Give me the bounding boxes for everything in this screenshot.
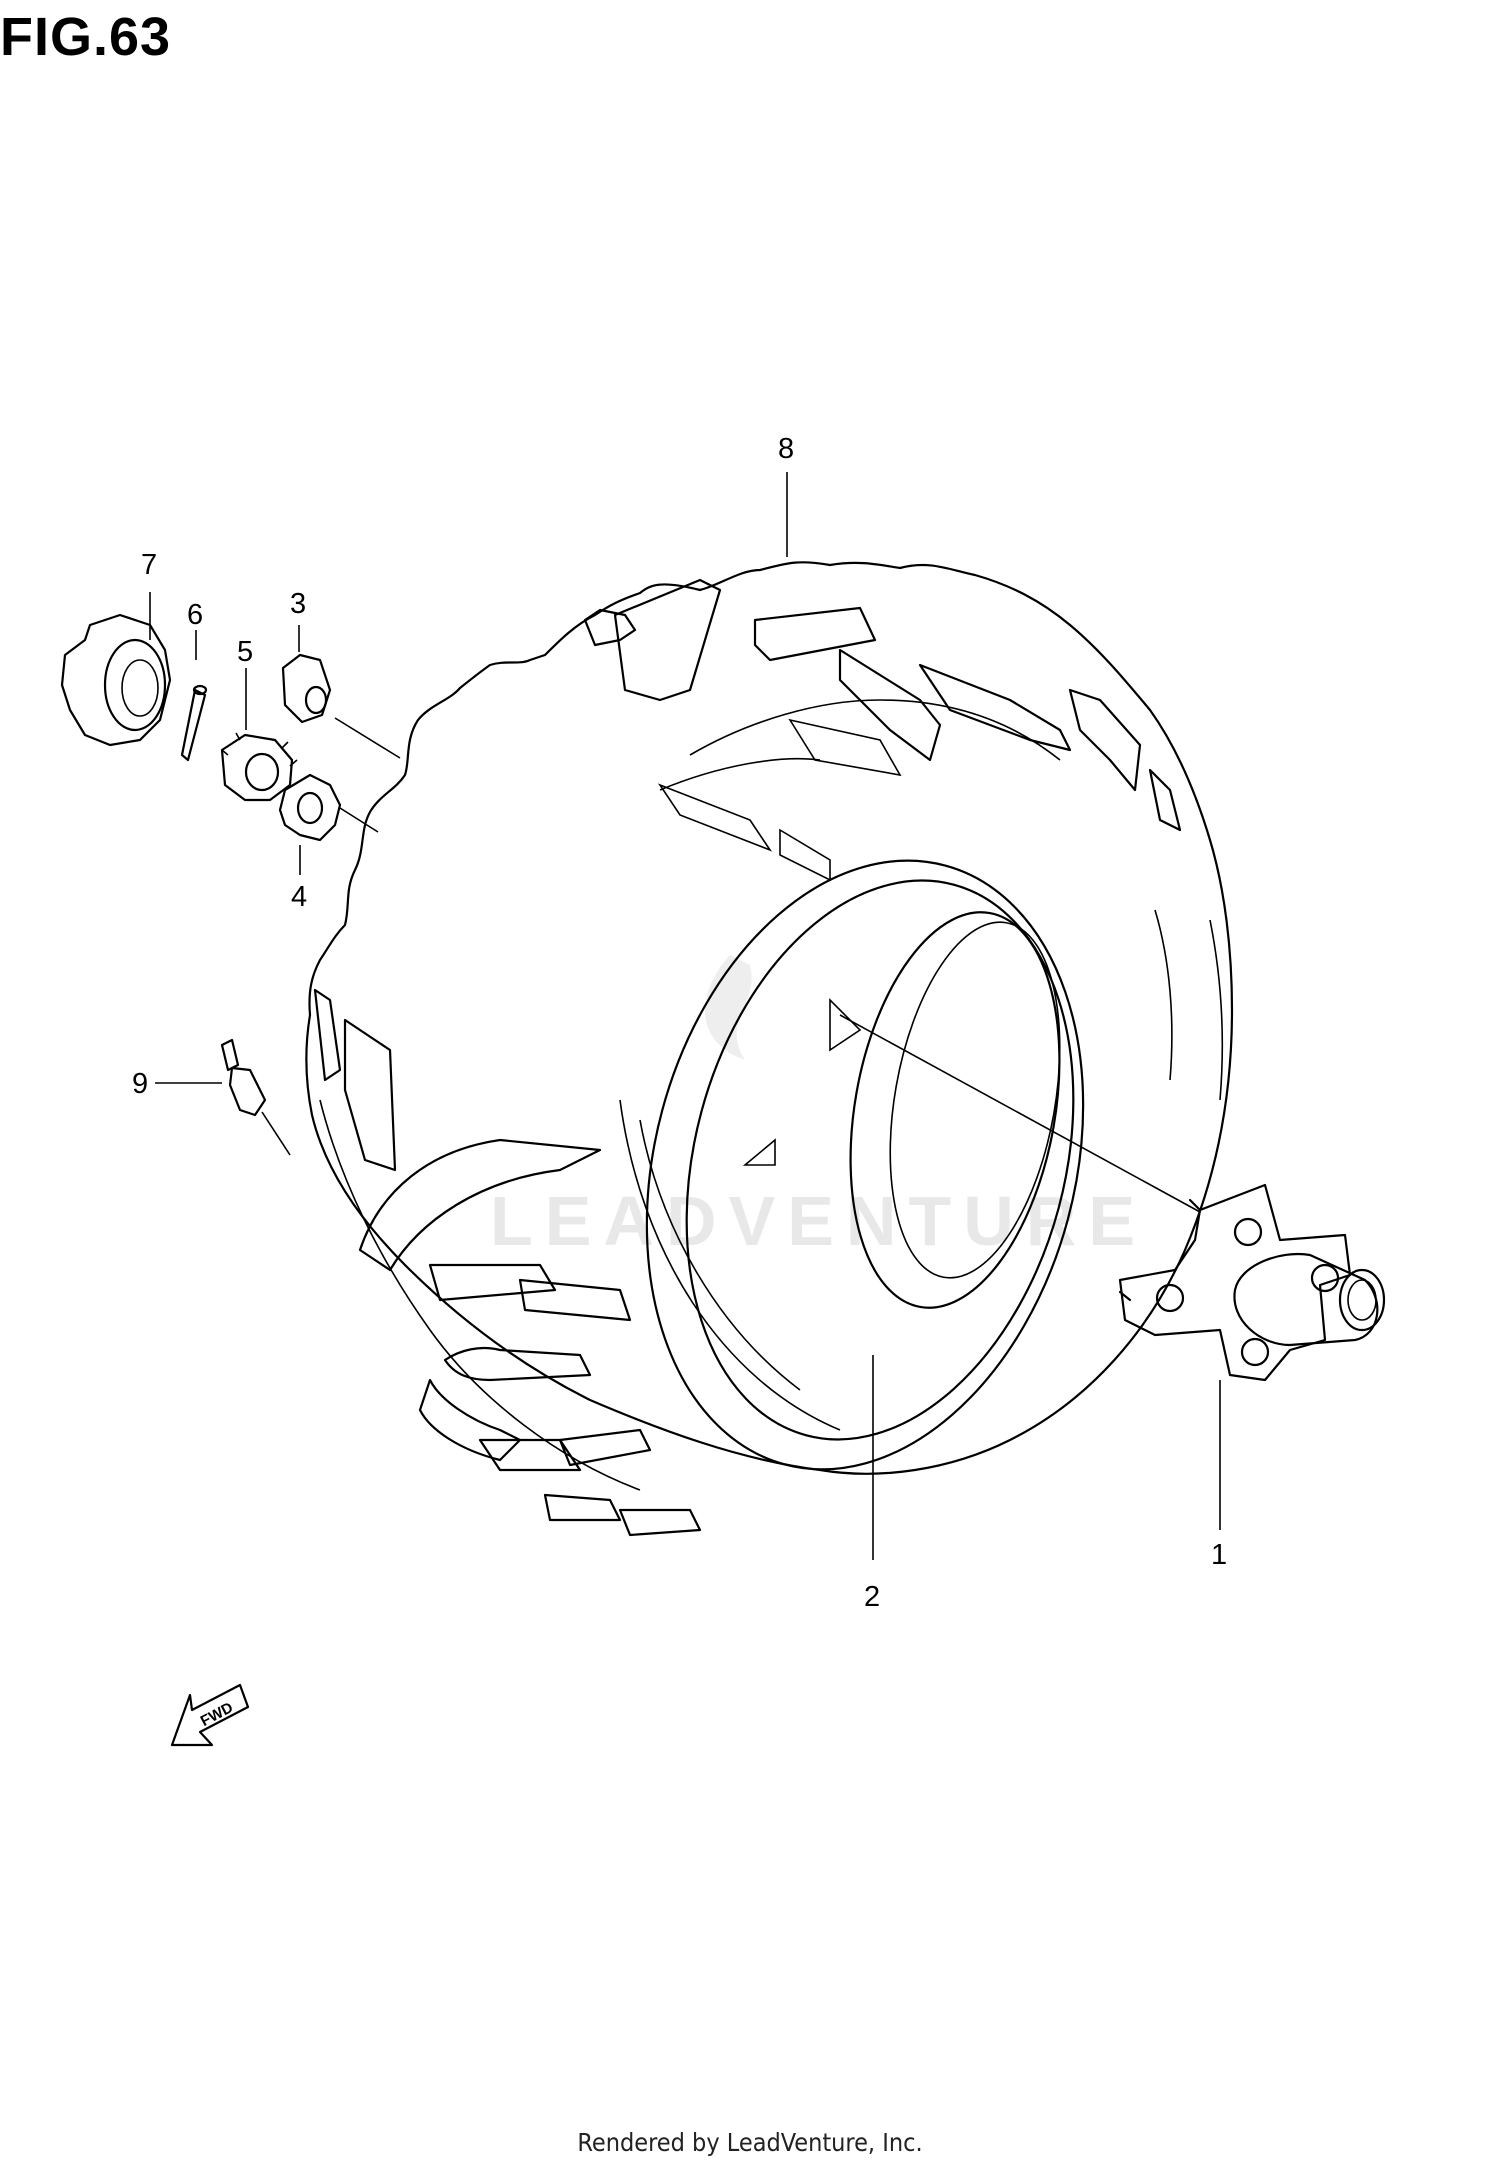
sidewall-line <box>619 1099 841 1431</box>
hub-stud-tip <box>1188 1198 1202 1212</box>
castle-nut-bore <box>244 752 280 792</box>
hub-stud <box>1155 1283 1185 1313</box>
part-label-8: 8 <box>778 433 794 465</box>
tread-block <box>779 828 831 882</box>
tread-block <box>313 988 342 1082</box>
tread-block <box>918 663 1072 752</box>
hub-stud <box>1233 1217 1263 1247</box>
hub-spindle <box>1233 1252 1379 1347</box>
shoulder-curve <box>319 1099 641 1491</box>
figure-title: FIG.63 <box>0 7 172 67</box>
rim-lip <box>685 879 1075 1441</box>
hub-cap[interactable] <box>60 613 172 747</box>
rim-hub-seat <box>889 921 1061 1279</box>
lock-washer-body <box>278 773 342 842</box>
hub-flange <box>1118 1183 1352 1382</box>
tread-block <box>358 1138 602 1272</box>
part-label-9: 9 <box>132 1068 148 1100</box>
tread-block <box>343 1018 397 1172</box>
tread-block <box>838 648 942 762</box>
part-label-7: 7 <box>141 549 157 581</box>
sidewall-curve <box>1209 919 1224 1101</box>
tread-block <box>1068 688 1142 792</box>
hub-stud-tip <box>1118 1290 1132 1302</box>
fwd-arrow-shape <box>170 1683 250 1747</box>
rim-inner <box>849 911 1061 1309</box>
tread-block <box>657 783 773 852</box>
part-label-5: 5 <box>237 636 253 668</box>
tread-block <box>443 1346 592 1382</box>
tread-ridge <box>659 757 821 791</box>
lock-washer[interactable] <box>278 773 342 842</box>
tread-block <box>478 1438 582 1472</box>
castle-nut-body <box>220 733 294 802</box>
sidewall-curve <box>1154 909 1173 1081</box>
hub-bore <box>1338 1268 1386 1332</box>
part-label-3: 3 <box>290 588 306 620</box>
hub-stud <box>1240 1337 1270 1367</box>
hub-cap-body <box>60 613 172 747</box>
hub-bore-inner <box>1347 1279 1377 1321</box>
castle-nut-teeth <box>221 732 298 767</box>
castle-nut[interactable] <box>220 732 298 802</box>
part-labels: 8 7 6 5 3 4 9 1 2 <box>132 433 1227 1613</box>
tire-assembly[interactable] <box>305 561 1234 1537</box>
tread-block <box>428 1263 557 1302</box>
tread-block <box>418 1378 522 1462</box>
leader-1-hub <box>839 1014 1201 1213</box>
tire-outline <box>305 561 1234 1475</box>
tread-block <box>618 1508 702 1537</box>
wheel-hub[interactable] <box>1118 1183 1386 1382</box>
cotter-pin-body <box>180 688 207 762</box>
part-label-4: 4 <box>291 881 307 913</box>
hex-nut[interactable] <box>281 653 332 724</box>
tread-block <box>518 1278 632 1322</box>
tread-block <box>558 1428 652 1467</box>
cotter-pin-head <box>192 684 208 696</box>
rim-detail <box>742 1138 776 1166</box>
tread-block <box>1148 768 1182 832</box>
rim-outer <box>645 859 1085 1471</box>
watermark-text: LEADVENTURE <box>490 1182 1147 1260</box>
leader-lines <box>149 472 1221 1560</box>
valve-stem[interactable] <box>220 1038 267 1117</box>
leader-3b <box>334 717 401 759</box>
tread-block <box>753 606 877 662</box>
sidewall-line <box>639 1119 801 1391</box>
part-label-6: 6 <box>187 599 203 631</box>
hex-nut-bore <box>304 685 328 715</box>
hub-cap-center <box>121 659 159 717</box>
leadventure-watermark: LEADVENTURE <box>490 955 1147 1260</box>
valve-stem-body <box>228 1066 267 1117</box>
tread-block <box>788 718 902 777</box>
cotter-pin[interactable] <box>180 684 208 762</box>
tread-block <box>583 608 637 647</box>
leader-9b <box>261 1111 291 1156</box>
valve-stem-cap <box>220 1038 240 1072</box>
tread-block <box>543 1493 622 1522</box>
part-label-1: 1 <box>1211 1539 1227 1571</box>
tread-block <box>613 578 722 702</box>
hex-nut-body <box>281 653 332 724</box>
footer-credit: Rendered by LeadVenture, Inc. <box>577 2128 923 2157</box>
lock-washer-bore <box>296 791 324 825</box>
rim-detail <box>829 998 862 1052</box>
hub-stud <box>1310 1263 1340 1293</box>
leader-4b <box>339 807 379 833</box>
tread-ridge <box>689 699 1061 761</box>
fwd-arrow: FWD <box>170 1683 250 1747</box>
part-label-2: 2 <box>864 1581 880 1613</box>
hub-cap-face <box>103 638 167 732</box>
